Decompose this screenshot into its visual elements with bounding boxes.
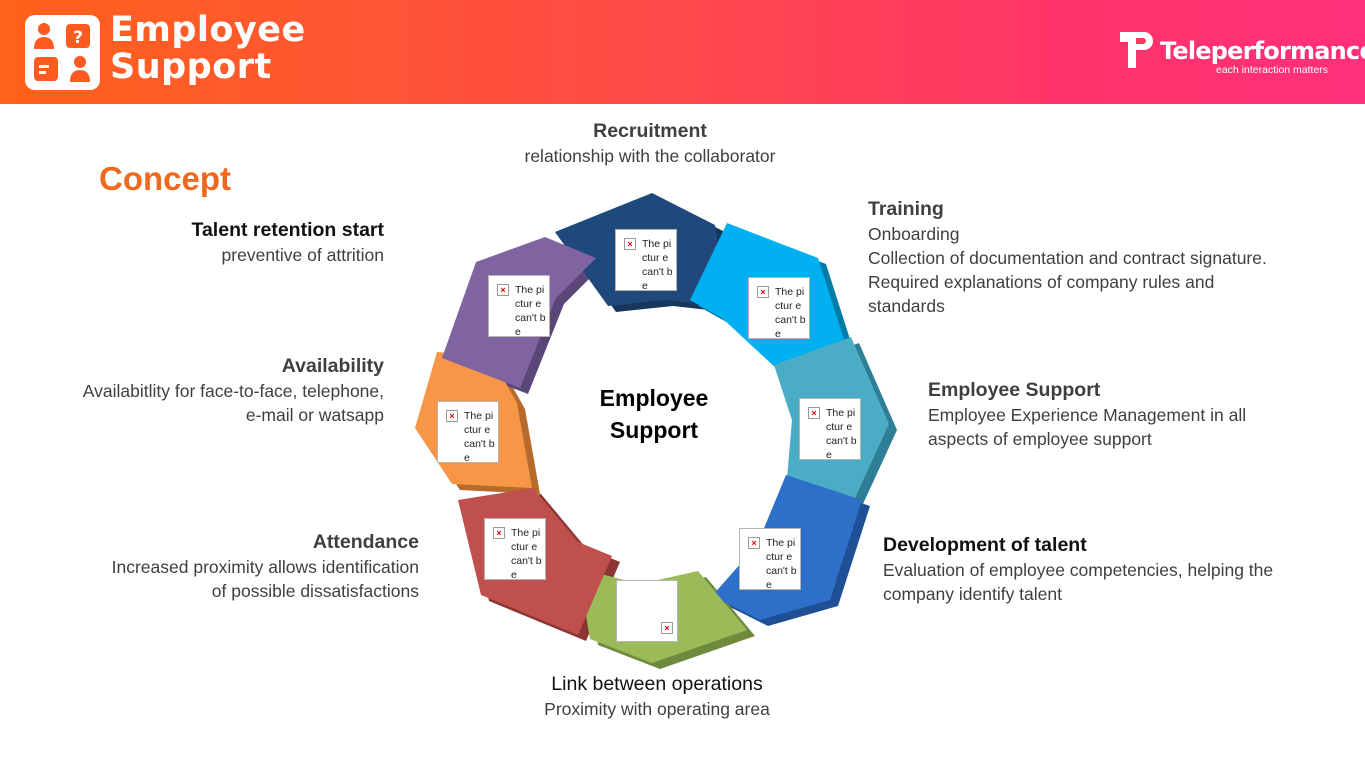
broken-image-icon: × (808, 407, 820, 419)
app-title: Employee Support (110, 12, 306, 86)
step-training: Training Onboarding Collection of docume… (868, 196, 1348, 318)
step-title: Employee Support (928, 379, 1101, 401)
header-banner: ? Employee Support Teleperformance each … (0, 0, 1365, 104)
section-title: Concept (99, 160, 231, 197)
broken-image-development: × The pictur e can't be (739, 528, 801, 590)
broken-image-icon: × (661, 622, 673, 634)
step-desc: Availabitlity for face-to-face, telephon… (82, 381, 384, 401)
broken-image-employee-support: × The pictur e can't be (799, 398, 861, 460)
step-desc: Increased proximity allows identificatio… (111, 557, 419, 577)
step-development: Development of talent Evaluation of empl… (883, 532, 1353, 606)
broken-image-icon: × (757, 286, 769, 298)
step-title: Development of talent (883, 534, 1087, 556)
broken-image-icon: × (493, 527, 505, 539)
step-retention: Talent retention start preventive of att… (100, 217, 385, 267)
broken-image-icon: × (748, 537, 760, 549)
step-desc: aspects of employee support (928, 429, 1152, 449)
hub-title: Employee Support (574, 382, 734, 446)
hub-title-line2: Support (609, 417, 699, 443)
step-recruitment: Recruitment relationship with the collab… (480, 118, 820, 168)
step-desc: preventive of attrition (221, 245, 384, 265)
broken-image-icon: × (446, 410, 458, 422)
hub-title-line1: Employee (599, 385, 709, 411)
step-title: Recruitment (593, 120, 707, 142)
broken-image-icon: × (624, 238, 636, 250)
broken-image-recruitment: × The pictur e can't be (615, 229, 677, 291)
brand-tagline: each interaction matters (1216, 64, 1329, 76)
step-title: Talent retention start (191, 219, 385, 241)
step-desc: Onboarding (868, 224, 960, 244)
app-title-line1: Employee (110, 10, 306, 50)
brand-name: Teleperformance (1160, 37, 1365, 65)
step-desc: standards (868, 296, 945, 316)
broken-image-link: × (616, 580, 678, 642)
step-title: Training (868, 198, 944, 220)
step-title: Link between operations (551, 673, 763, 695)
broken-image-retention: × The pictur e can't be (488, 275, 550, 337)
employee-support-logo-icon: ? (25, 15, 100, 90)
broken-image-training: × The pictur e can't be (748, 277, 810, 339)
broken-image-icon: × (497, 284, 509, 296)
step-desc: e-mail or watsapp (245, 405, 384, 425)
step-title: Attendance (312, 531, 419, 553)
step-link: Link between operations Proximity with o… (480, 671, 834, 721)
step-desc: relationship with the collaborator (524, 146, 776, 166)
step-desc: of possible dissatisfactions (211, 581, 419, 601)
broken-image-attendance: × The pictur e can't be (484, 518, 546, 580)
app-title-line2: Support (110, 47, 272, 87)
step-title: Availability (281, 355, 384, 377)
step-desc: company identify talent (883, 584, 1062, 604)
teleperformance-logo: Teleperformance each interaction matters (1118, 30, 1365, 80)
step-desc: Employee Experience Management in all (928, 405, 1247, 425)
svg-text:?: ? (73, 28, 83, 48)
step-desc: Collection of documentation and contract… (868, 248, 1267, 268)
step-desc: Required explanations of company rules a… (868, 272, 1215, 292)
step-desc: Proximity with operating area (544, 699, 770, 719)
step-desc: Evaluation of employee competencies, hel… (883, 560, 1274, 580)
step-attendance: Attendance Increased proximity allows id… (40, 529, 419, 603)
broken-image-availability: × The pictur e can't be (437, 401, 499, 463)
step-availability: Availability Availabitlity for face-to-f… (20, 353, 384, 427)
step-employee-support: Employee Support Employee Experience Man… (928, 377, 1348, 451)
teleperformance-logo-icon (1120, 32, 1153, 68)
